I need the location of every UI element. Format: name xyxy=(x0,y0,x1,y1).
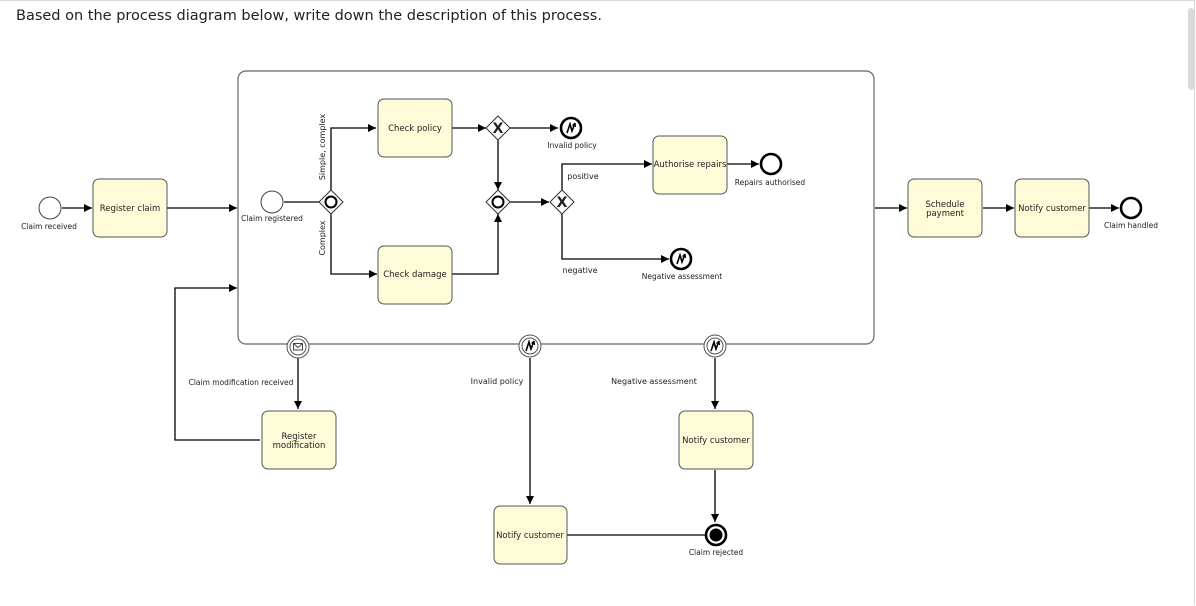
invalid-policy-boundary-event[interactable] xyxy=(518,334,542,358)
flow-positive xyxy=(561,160,652,190)
notify-customer-invalid-label: Notify customer xyxy=(496,531,564,541)
invalid-policy-end-event[interactable] xyxy=(559,116,583,140)
check-damage-label: Check damage xyxy=(383,270,447,280)
schedule-payment-label-line1: Schedule xyxy=(925,200,964,210)
negative-assessment-boundary-event[interactable] xyxy=(703,334,727,358)
check-damage-task[interactable]: Check damage xyxy=(377,245,453,305)
register-claim-label: Register claim xyxy=(100,204,161,214)
complex-flow-label: Complex xyxy=(318,220,327,255)
flow-to-check-policy xyxy=(330,124,376,191)
claim-received-label: Claim received xyxy=(21,222,77,231)
check-policy-task[interactable]: Check policy xyxy=(377,98,453,158)
xor-icon: X xyxy=(557,195,568,211)
invalid-policy-end-label: Invalid policy xyxy=(547,141,597,150)
check-policy-label: Check policy xyxy=(388,124,442,134)
negative-assessment-end-event[interactable] xyxy=(669,247,693,271)
assessment-xor-gateway[interactable]: X xyxy=(549,189,575,215)
notify-customer-negative-task[interactable]: Notify customer xyxy=(678,410,754,470)
xor-icon: X xyxy=(493,121,504,137)
envelope-icon xyxy=(293,343,303,351)
flow-to-check-damage xyxy=(330,213,377,278)
negative-assessment-boundary-label: Negative assessment xyxy=(611,377,697,386)
claim-handled-end-event[interactable] xyxy=(1119,196,1143,220)
claim-rejected-end-event[interactable] xyxy=(704,523,728,547)
repairs-authorised-label: Repairs authorised xyxy=(735,178,806,187)
notify-customer-negative-label: Notify customer xyxy=(682,436,750,446)
inclusive-split-gateway[interactable] xyxy=(318,189,344,215)
authorise-repairs-label: Authorise repairs xyxy=(654,160,727,170)
scrollbar[interactable] xyxy=(1188,8,1194,90)
question-text: Based on the process diagram below, writ… xyxy=(16,8,602,24)
negative-assessment-end-label: Negative assessment xyxy=(642,272,723,281)
notify-customer-label: Notify customer xyxy=(1018,204,1086,214)
authorise-repairs-task[interactable]: Authorise repairs xyxy=(652,135,728,195)
policy-xor-gateway[interactable]: X xyxy=(485,115,511,141)
register-modification-task[interactable]: Register modification xyxy=(261,410,337,470)
inclusive-join-gateway[interactable] xyxy=(485,189,511,215)
register-modification-label-line1: Register xyxy=(282,432,318,442)
flow-modification-loop xyxy=(174,284,260,441)
negative-flow-label: negative xyxy=(563,266,598,275)
flow-check-damage-to-join xyxy=(452,214,502,275)
repairs-authorised-end-event[interactable] xyxy=(759,152,783,176)
notify-customer-task[interactable]: Notify customer xyxy=(1014,178,1090,238)
claim-received-start-event[interactable] xyxy=(38,196,62,220)
simple-complex-flow-label: Simple, complex xyxy=(318,114,327,181)
flow-negative xyxy=(561,214,669,263)
invalid-policy-boundary-label: Invalid policy xyxy=(471,377,524,386)
schedule-payment-label-line2: payment xyxy=(926,209,965,219)
claim-rejected-label: Claim rejected xyxy=(689,548,744,557)
notify-customer-invalid-task[interactable]: Notify customer xyxy=(493,505,568,565)
claim-registered-start-event[interactable] xyxy=(260,190,284,214)
message-boundary-event[interactable] xyxy=(286,335,310,359)
claim-modification-received-label: Claim modification received xyxy=(189,378,294,387)
schedule-payment-task[interactable]: Schedule payment xyxy=(907,178,983,238)
register-claim-task[interactable]: Register claim xyxy=(92,178,168,238)
claim-handled-label: Claim handled xyxy=(1104,221,1158,230)
positive-flow-label: positive xyxy=(567,172,598,181)
register-modification-label-line2: modification xyxy=(273,441,326,451)
claim-registered-label: Claim registered xyxy=(241,214,303,223)
